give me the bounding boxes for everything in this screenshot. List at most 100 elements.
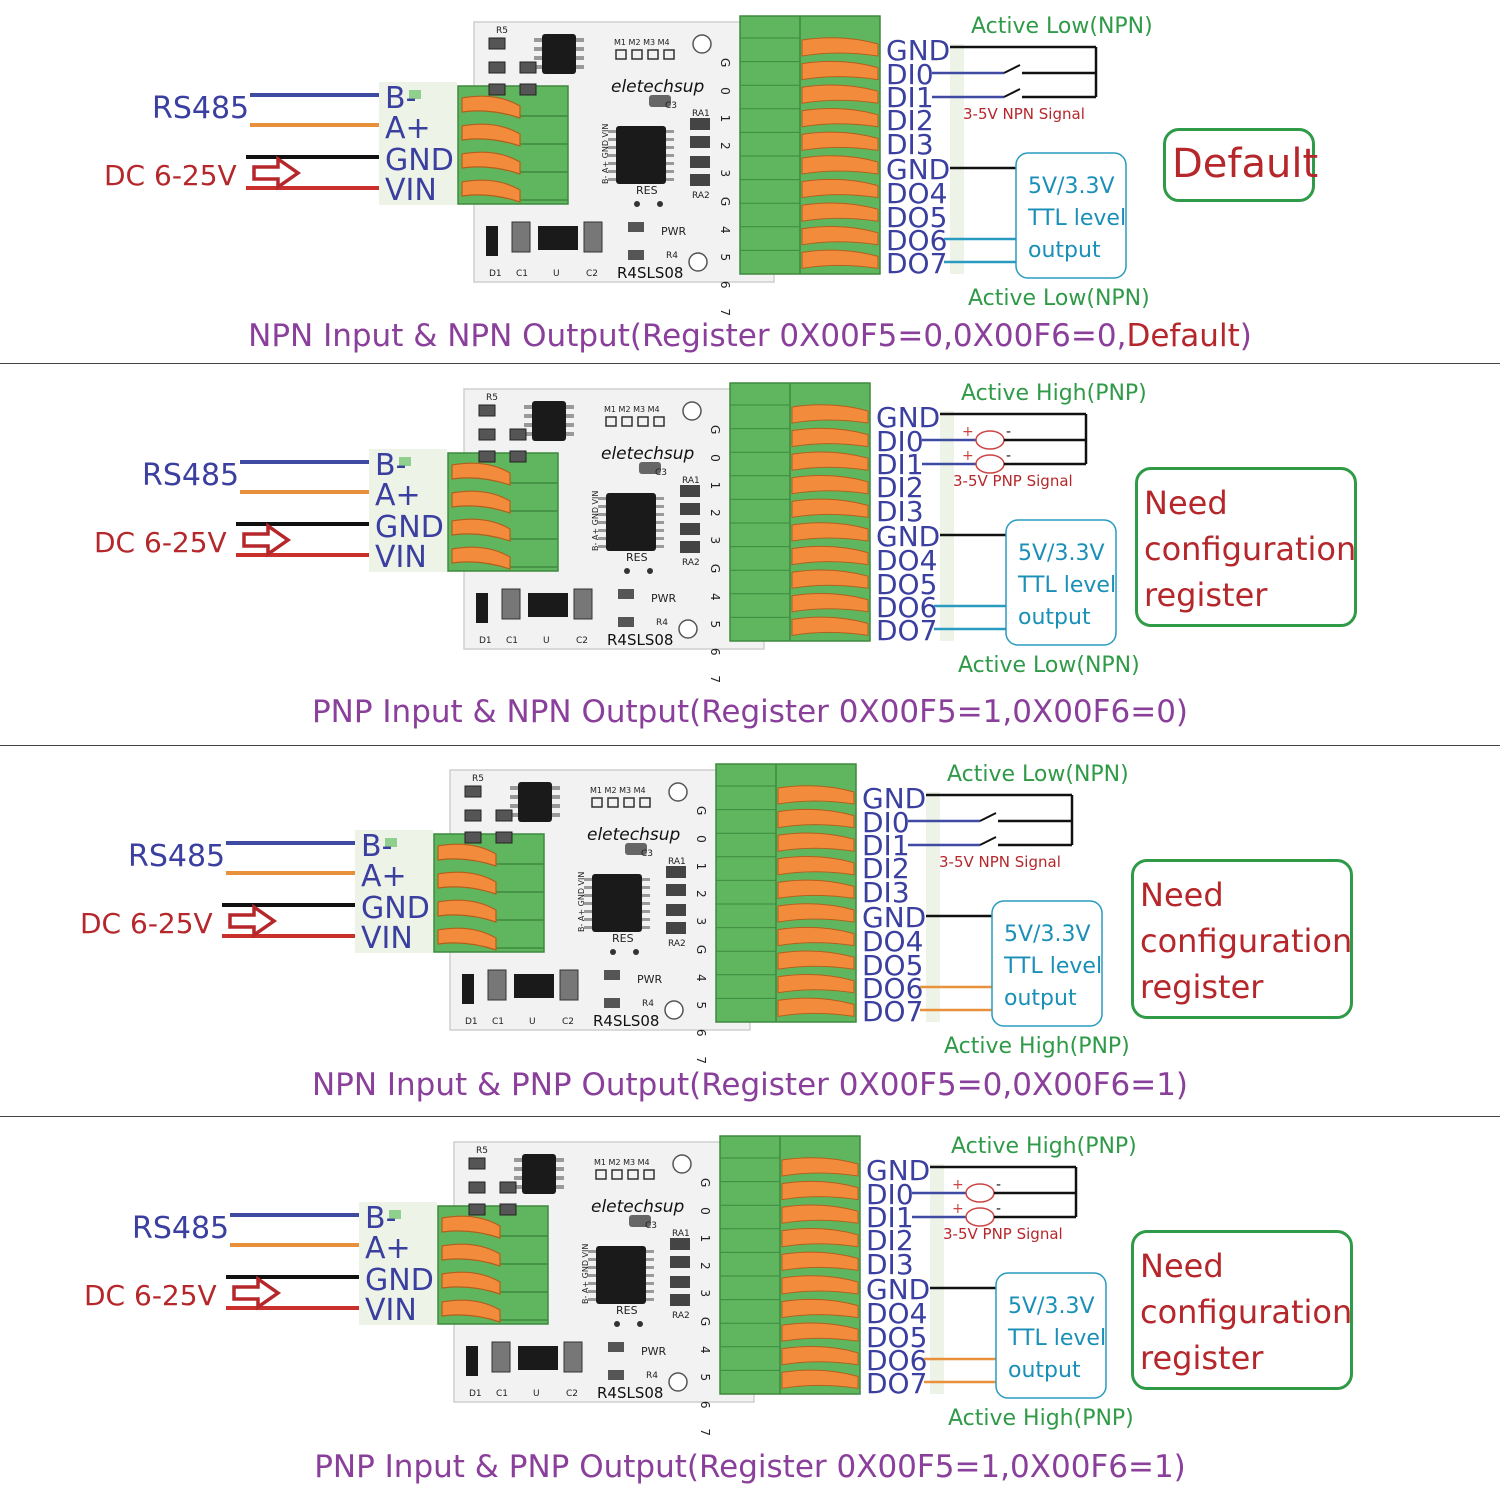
- terminal-lever-icon: [777, 808, 855, 829]
- right-pin-do4: DO4: [886, 177, 947, 210]
- silk-res: RES: [612, 932, 634, 945]
- ttl-box-line-3: output: [1028, 238, 1101, 263]
- right-pin-do5: DO5: [876, 568, 937, 601]
- caption-end: ): [1239, 318, 1252, 354]
- transceiver-chip-icon: [532, 401, 566, 441]
- indicator-led-icon: [409, 90, 421, 99]
- silk-m-labels: M1 M2 M3 M4: [614, 38, 670, 47]
- terminal-lever-icon: [781, 1369, 859, 1389]
- right-pin-do4: DO4: [862, 925, 923, 958]
- caption-default-tag: Default: [1126, 318, 1240, 354]
- mcu-chip-icon: [592, 874, 642, 932]
- input-mode-label: Active High(PNP): [951, 1134, 1137, 1159]
- silk-side-pins: B- A+ GND VIN: [591, 491, 600, 551]
- pin-label-strip: [355, 830, 433, 953]
- right-pin-di0: DI0: [886, 58, 934, 91]
- right-pin-di1: DI1: [866, 1201, 914, 1234]
- terminal-lever-icon: [801, 155, 879, 175]
- output-circuit: [920, 914, 992, 1012]
- terminal-lever-icon: [791, 522, 869, 542]
- ttl-output-box: [1005, 519, 1117, 646]
- silk-pwr: PWR: [651, 592, 677, 605]
- dc-voltage-label: DC 6-25V: [80, 907, 213, 940]
- terminal-lever-icon: [451, 518, 511, 542]
- ttl-output-box: [991, 900, 1103, 1027]
- right-pin-gnd: GND: [862, 901, 926, 934]
- signal-level-label: 3-5V NPN Signal: [963, 105, 1085, 123]
- input-mode-label: Active Low(NPN): [971, 14, 1153, 39]
- power-arrow-icon: [242, 522, 292, 558]
- indicator-led-icon: [385, 838, 397, 847]
- resistor-icon: [519, 61, 537, 74]
- indicator-led-icon: [399, 457, 411, 466]
- panel-separator: [0, 1116, 1500, 1117]
- right-pin-do7: DO7: [866, 1367, 927, 1400]
- terminal-lever-icon: [437, 899, 497, 923]
- output-mode-label: Active High(PNP): [944, 1034, 1130, 1059]
- terminal-lever-icon: [801, 108, 879, 128]
- transceiver-chip-icon: [542, 34, 576, 74]
- right-pin-di1: DI1: [862, 829, 910, 862]
- terminal-lever-icon: [777, 903, 855, 923]
- right-pin-gnd: GND: [866, 1273, 930, 1306]
- silk-pwr: PWR: [641, 1345, 667, 1358]
- box-line-1: Default: [1172, 141, 1319, 187]
- terminal-lever-icon: [777, 974, 855, 994]
- silk-c1: C1: [516, 269, 528, 279]
- silk-u: U: [543, 636, 550, 646]
- box-line-1: Need: [1140, 1247, 1224, 1285]
- right-pin-do6: DO6: [886, 224, 947, 257]
- silk-r4: R4: [642, 999, 654, 1009]
- silk-d1: D1: [479, 636, 492, 646]
- input-mode-label: Active High(PNP): [961, 381, 1147, 406]
- terminal-lever-icon: [801, 202, 879, 222]
- indicator-led-icon: [389, 1210, 401, 1219]
- silk-d1: D1: [465, 1017, 478, 1027]
- mode-caption: PNP Input & NPN Output(Register 0X00F5=1…: [0, 694, 1500, 730]
- left-pin-aplus: A+: [375, 478, 421, 513]
- output-circuit: [934, 533, 1006, 631]
- mount-hole-icon: [668, 1372, 688, 1392]
- rs485-label: RS485: [152, 91, 249, 126]
- silk-pin-numbers: G 0 1 2 3 G 4 5 6 7: [708, 425, 722, 691]
- terminal-lever-icon: [791, 451, 869, 471]
- panel-separator: [0, 363, 1500, 364]
- ttl-box-line-3: output: [1008, 1358, 1081, 1383]
- left-pin-bminus: B-: [375, 448, 406, 483]
- resistor-icon: [519, 83, 537, 96]
- mcu-chip-icon: [616, 126, 666, 184]
- silk-r5: R5: [476, 1146, 488, 1156]
- box-line-2: configuration: [1140, 1293, 1353, 1331]
- right-pin-do7: DO7: [886, 247, 947, 280]
- right-pin-di2: DI2: [866, 1224, 914, 1257]
- silk-r4: R4: [646, 1371, 658, 1381]
- ttl-output-box: [1015, 152, 1127, 279]
- ttl-box-line-1: 5V/3.3V: [1008, 1294, 1095, 1319]
- right-pin-do5: DO5: [862, 949, 923, 982]
- silk-res: RES: [626, 551, 648, 564]
- mount-hole-icon: [672, 1154, 692, 1174]
- dc-voltage-label: DC 6-25V: [84, 1279, 217, 1312]
- mount-hole-icon: [688, 252, 708, 272]
- silk-side-pins: B- A+ GND VIN: [601, 124, 610, 184]
- ttl-box-line-1: 5V/3.3V: [1004, 922, 1091, 947]
- caption-main: PNP Input & NPN Output(Register 0X00F5=1…: [311, 694, 1189, 730]
- resistor-icon: [495, 831, 513, 844]
- minus-sign-icon: -: [1006, 424, 1011, 440]
- right-pin-di1: DI1: [876, 448, 924, 481]
- terminal-lever-icon: [781, 1228, 859, 1248]
- right-pin-do6: DO6: [876, 591, 937, 624]
- plus-sign-icon: +: [952, 1201, 964, 1217]
- terminal-lever-icon: [461, 151, 521, 175]
- right-pin-do6: DO6: [866, 1344, 927, 1377]
- left-pin-vin: VIN: [375, 540, 427, 575]
- right-pin-do4: DO4: [876, 544, 937, 577]
- left-pin-gnd: GND: [365, 1263, 434, 1298]
- right-pin-do4: DO4: [866, 1297, 927, 1330]
- plus-sign-icon: +: [952, 1177, 964, 1193]
- terminal-lever-icon: [777, 997, 855, 1017]
- right-pin-gnd: GND: [876, 520, 940, 553]
